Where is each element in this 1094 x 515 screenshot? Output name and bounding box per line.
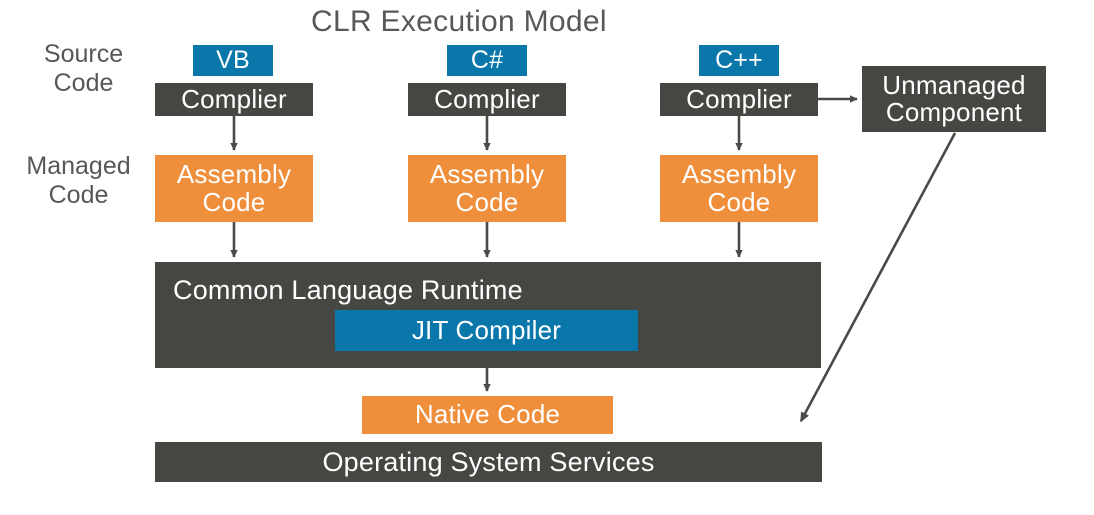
language-badge-cpp[interactable]: C++ (699, 45, 779, 76)
assembly-code-line1-cpp: Assembly (681, 159, 797, 190)
assembly-code-box-vb[interactable]: Assembly Code (155, 155, 313, 222)
language-badge-vb[interactable]: VB (193, 45, 273, 76)
assembly-code-box-csharp[interactable]: Assembly Code (408, 155, 566, 222)
unmanaged-component-line1: Unmanaged (882, 69, 1026, 100)
language-badge-csharp[interactable]: C# (447, 45, 527, 76)
common-language-runtime-label: Common Language Runtime (173, 275, 523, 305)
label-source-code-line1: Source (43, 40, 124, 68)
arrow-unmanaged-to-os-services (799, 132, 957, 423)
assembly-code-line2-cpp: Code (707, 186, 771, 217)
compiler-box-cpp[interactable]: Complier (660, 83, 818, 116)
label-managed-code-line1: Managed (26, 152, 131, 180)
assembly-code-line2-vb: Code (202, 186, 266, 217)
label-managed-code-line2: Code (48, 181, 109, 209)
label-source-code: Source Code (16, 40, 151, 98)
jit-compiler-box[interactable]: JIT Compiler (335, 310, 638, 351)
page-title: CLR Execution Model (311, 5, 607, 38)
assembly-code-line1-csharp: Assembly (429, 159, 545, 190)
assembly-code-line1-vb: Assembly (176, 159, 292, 190)
native-code-box[interactable]: Native Code (362, 396, 613, 434)
assembly-code-box-cpp[interactable]: Assembly Code (660, 155, 818, 222)
label-source-code-line2: Code (53, 69, 114, 97)
compiler-box-vb[interactable]: Complier (155, 83, 313, 116)
label-managed-code: Managed Code (6, 152, 151, 210)
compiler-box-csharp[interactable]: Complier (408, 83, 566, 116)
operating-system-services-box[interactable]: Operating System Services (155, 442, 822, 482)
unmanaged-component-box[interactable]: Unmanaged Component (862, 66, 1046, 132)
assembly-code-line2-csharp: Code (455, 186, 519, 217)
unmanaged-component-line2: Component (885, 97, 1023, 127)
